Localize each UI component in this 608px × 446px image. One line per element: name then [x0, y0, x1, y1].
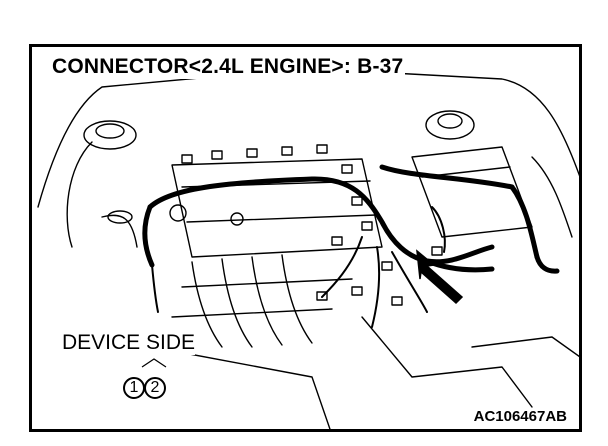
figure-code: AC106467AB: [471, 408, 569, 425]
connector-pin-1: 1: [123, 377, 145, 399]
page-title: CONNECTOR<2.4L ENGINE>: B-37: [50, 55, 406, 79]
connector-pin-2: 2: [144, 377, 166, 399]
device-side-label: DEVICE SIDE: [62, 331, 196, 355]
engine-compartment-illustration: [37, 72, 579, 429]
diagram-frame: CONNECTOR<2.4L ENGINE>: B-37 DEVICE SIDE…: [29, 44, 582, 432]
